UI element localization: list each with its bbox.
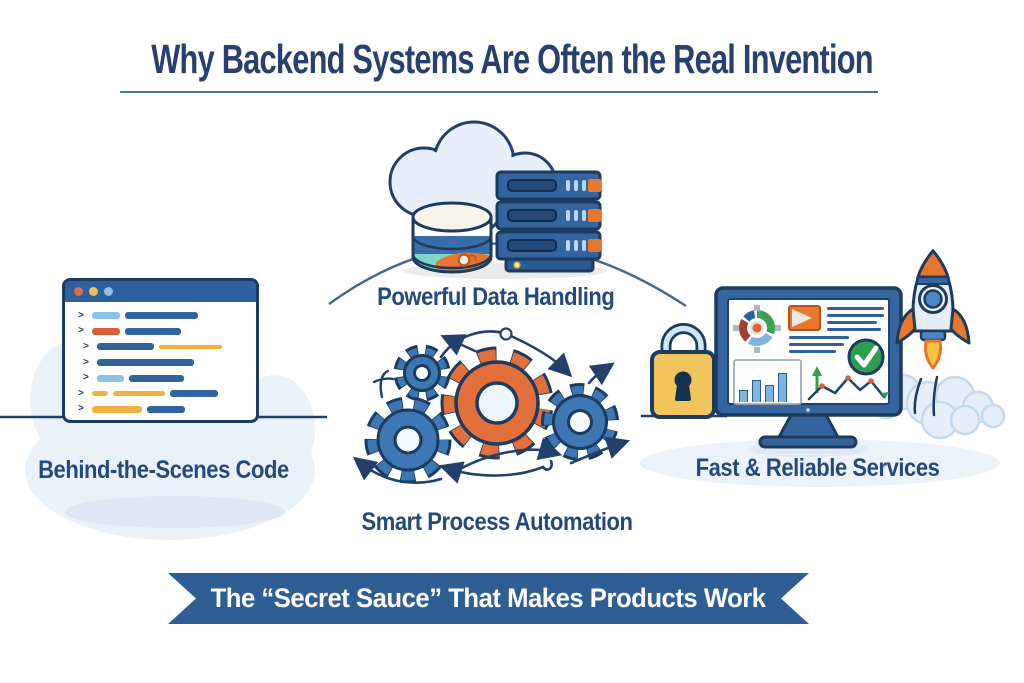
label-data-handling: Powerful Data Handling [377, 283, 615, 311]
chevron-icon: > [78, 325, 84, 337]
code-token-bar [147, 405, 185, 413]
page-title: Why Backend Systems Are Often the Real I… [151, 36, 873, 82]
code-token-bar [113, 391, 165, 397]
rocket-icon [895, 248, 971, 417]
chevron-icon: > [83, 372, 89, 384]
mail-icon [788, 305, 821, 331]
code-line: > [83, 370, 248, 386]
code-token-bar [170, 390, 218, 398]
mini-bar [778, 373, 787, 402]
database-icon [411, 201, 493, 274]
monitor-shadow [640, 439, 1000, 487]
gear-small-icon [393, 344, 451, 402]
traffic-light-dot [104, 287, 113, 296]
line-chart-icon [807, 366, 889, 401]
code-token-bar [159, 344, 222, 349]
flow-arrows [352, 327, 631, 484]
padlock-icon [650, 323, 716, 419]
ribbon-banner: The “Secret Sauce” That Makes Products W… [168, 573, 809, 624]
label-smart-process-automation: Smart Process Automation [361, 508, 633, 536]
code-lines: > > > > > > > [65, 302, 256, 421]
mini-bar [752, 380, 761, 402]
gear-left-icon [364, 396, 452, 484]
code-token-bar [97, 343, 154, 351]
chevron-icon: > [83, 356, 89, 368]
screen-text-lines [789, 307, 884, 353]
chevron-icon: > [78, 403, 84, 415]
code-token-bar [125, 312, 198, 320]
code-token-bar [92, 391, 108, 397]
mini-bar [739, 390, 748, 402]
traffic-lights [74, 287, 113, 296]
code-token-bar [92, 405, 142, 413]
check-icon [847, 338, 885, 376]
mini-bar-chart [737, 362, 803, 402]
code-line: > [78, 308, 248, 324]
code-line: > [83, 339, 248, 355]
title-underline-divider [120, 91, 878, 93]
code-line: > [83, 355, 248, 371]
code-token-bar [129, 374, 184, 382]
code-token-bar [97, 359, 194, 367]
code-token-bar [92, 312, 120, 320]
server-stack-icon [495, 170, 602, 273]
traffic-light-dot [89, 287, 98, 296]
monitor-icon [714, 286, 903, 449]
code-token-bar [97, 374, 124, 382]
donut-chart-icon [733, 305, 781, 353]
function-symbol [372, 369, 395, 399]
code-window: > > > > > > > [62, 278, 259, 423]
code-token-bar [125, 327, 181, 335]
window-titlebar [65, 281, 256, 302]
gear-orange-icon [440, 346, 554, 460]
code-line: > [78, 324, 248, 340]
chevron-icon: > [78, 309, 84, 321]
chevron-icon: > [78, 387, 84, 399]
mini-bar [765, 385, 774, 402]
label-fast-reliable-services: Fast & Reliable Services [696, 454, 940, 482]
chevron-icon: > [83, 340, 89, 352]
gear-right-icon [541, 383, 619, 461]
traffic-light-dot [74, 287, 83, 296]
gears-icon [364, 344, 619, 484]
code-line: > [78, 386, 248, 402]
code-line: > [78, 402, 248, 418]
label-behind-the-scenes-code: Behind-the-Scenes Code [37, 456, 289, 484]
code-token-bar [92, 327, 120, 335]
